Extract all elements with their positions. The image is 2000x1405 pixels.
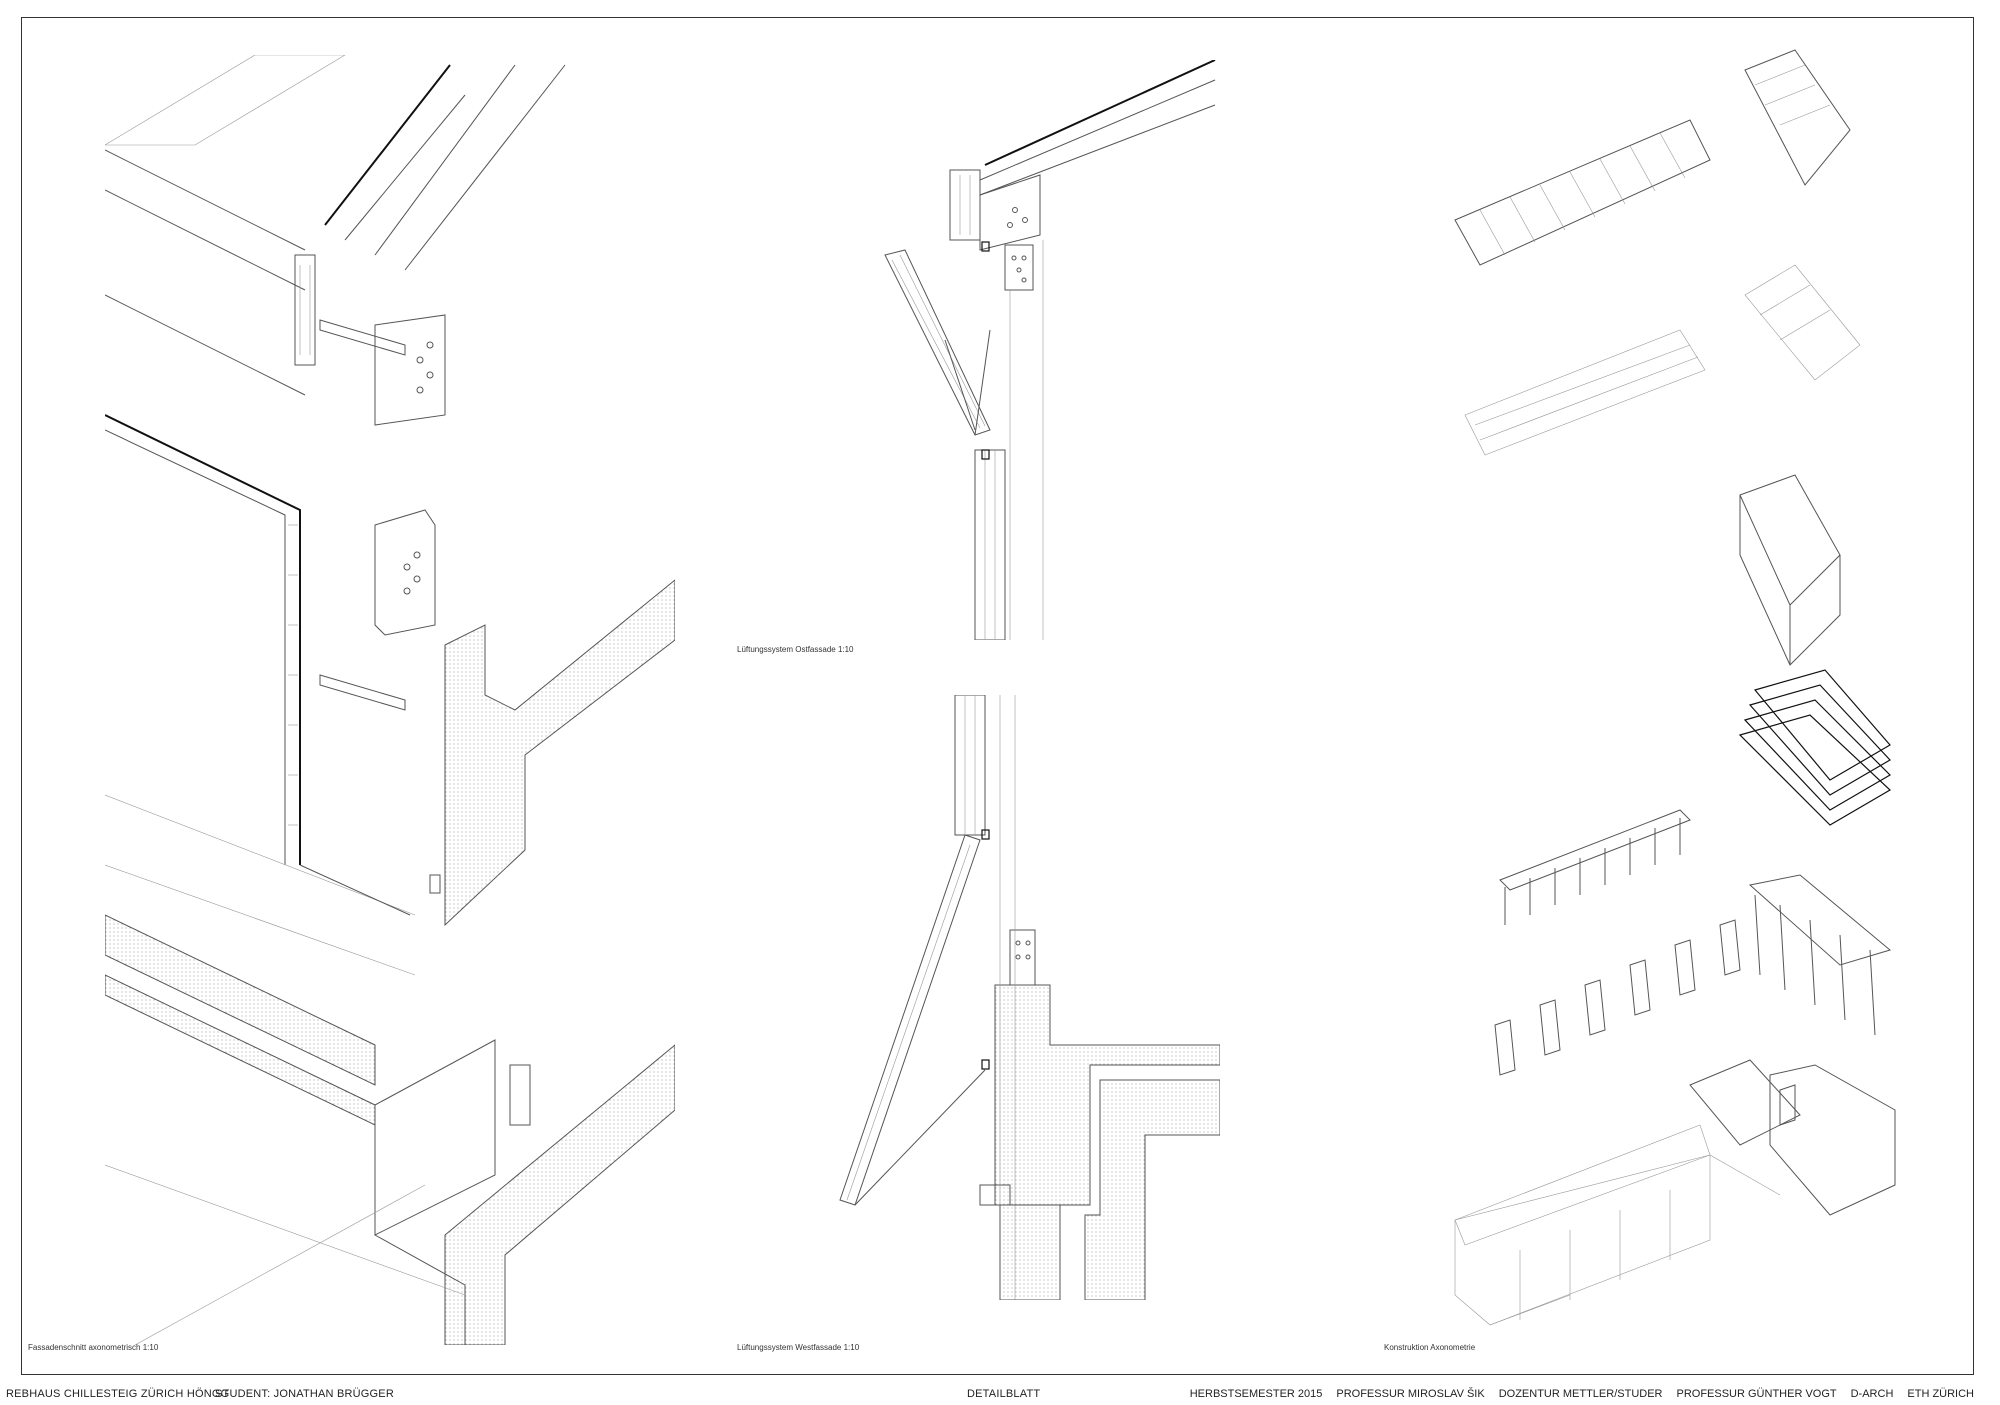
facade-section-caption: Fassadenschnitt axonometrisch 1:10 <box>28 1343 159 1352</box>
footer-student: STUDENT: JONATHAN BRÜGGER <box>215 1388 394 1400</box>
footer-credits: HERBSTSEMESTER 2015 PROFESSUR MIROSLAV Š… <box>1190 1388 1974 1400</box>
footer-semester: HERBSTSEMESTER 2015 <box>1189 1388 1323 1400</box>
footer-department: D-ARCH <box>1850 1388 1894 1400</box>
east-ventilation-caption: Lüftungssystem Ostfassade 1:10 <box>737 645 854 654</box>
construction-axonometry-drawing <box>1450 45 1920 1335</box>
construction-axonometry-caption: Konstruktion Axonometrie <box>1384 1343 1476 1352</box>
footer-professor-1: PROFESSUR MIROSLAV ŠIK <box>1336 1388 1485 1400</box>
footer-lecturers: DOZENTUR METTLER/STUDER <box>1498 1388 1663 1400</box>
footer-institution: ETH ZÜRICH <box>1907 1388 1974 1400</box>
sheet-frame <box>21 17 1974 1375</box>
footer-project: REBHAUS CHILLESTEIG ZÜRICH HÖNGG <box>6 1388 230 1400</box>
footer-professor-2: PROFESSUR GÜNTHER VOGT <box>1676 1388 1837 1400</box>
west-ventilation-caption: Lüftungssystem Westfassade 1:10 <box>737 1343 860 1352</box>
east-ventilation-drawing <box>880 60 1220 640</box>
west-ventilation-drawing <box>815 695 1220 1300</box>
footer-sheet-type: DETAILBLATT <box>967 1388 1041 1400</box>
facade-section-drawing <box>105 55 675 1345</box>
